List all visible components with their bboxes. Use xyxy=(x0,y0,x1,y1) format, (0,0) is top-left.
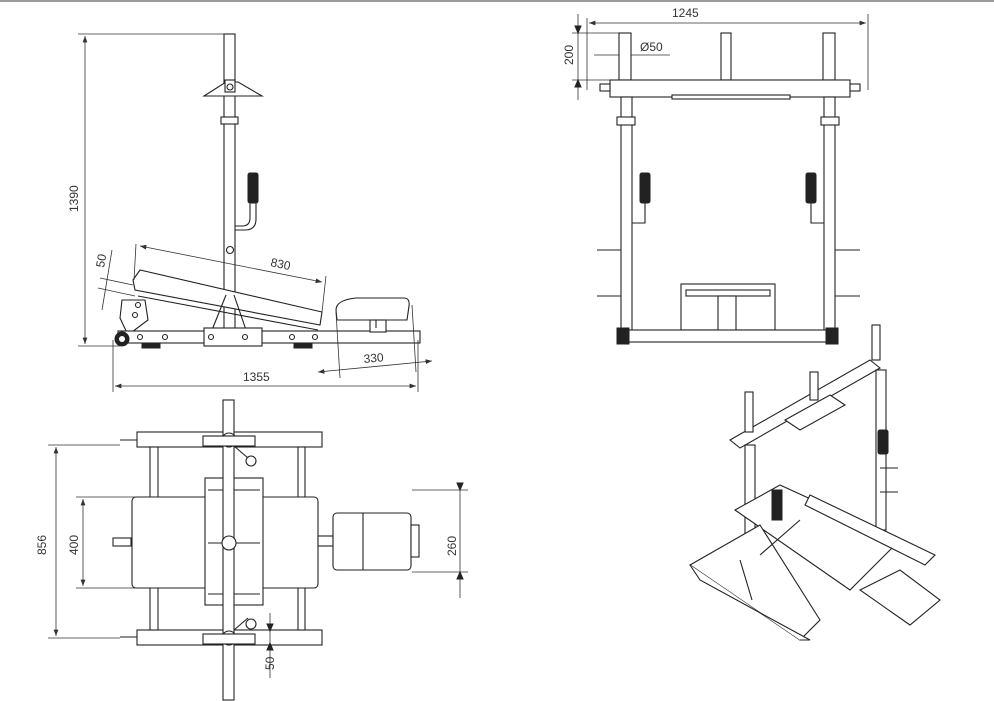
dim-total-length: 1355 xyxy=(243,370,270,384)
dim-incline-thickness: 50 xyxy=(93,253,109,269)
dim-bench-width: 400 xyxy=(67,535,81,555)
side-view: 1390 830 50 xyxy=(67,33,433,392)
dim-post-height: 200 xyxy=(562,45,576,65)
dim-bench-length: 830 xyxy=(269,255,292,273)
dim-tube-size: 50 xyxy=(263,656,277,670)
dim-post-diameter: Ø50 xyxy=(640,40,663,54)
top-border xyxy=(0,0,994,2)
dim-seat-length: 330 xyxy=(363,350,384,366)
dim-seat-width: 260 xyxy=(445,536,459,556)
top-view: 856 400 260 50 xyxy=(35,399,468,701)
dim-width: 1245 xyxy=(672,6,699,20)
dim-frame-width: 856 xyxy=(35,535,49,555)
isometric-view xyxy=(688,324,941,641)
front-view: 1245 200 Ø50 xyxy=(562,6,869,345)
dim-height: 1390 xyxy=(67,185,81,212)
